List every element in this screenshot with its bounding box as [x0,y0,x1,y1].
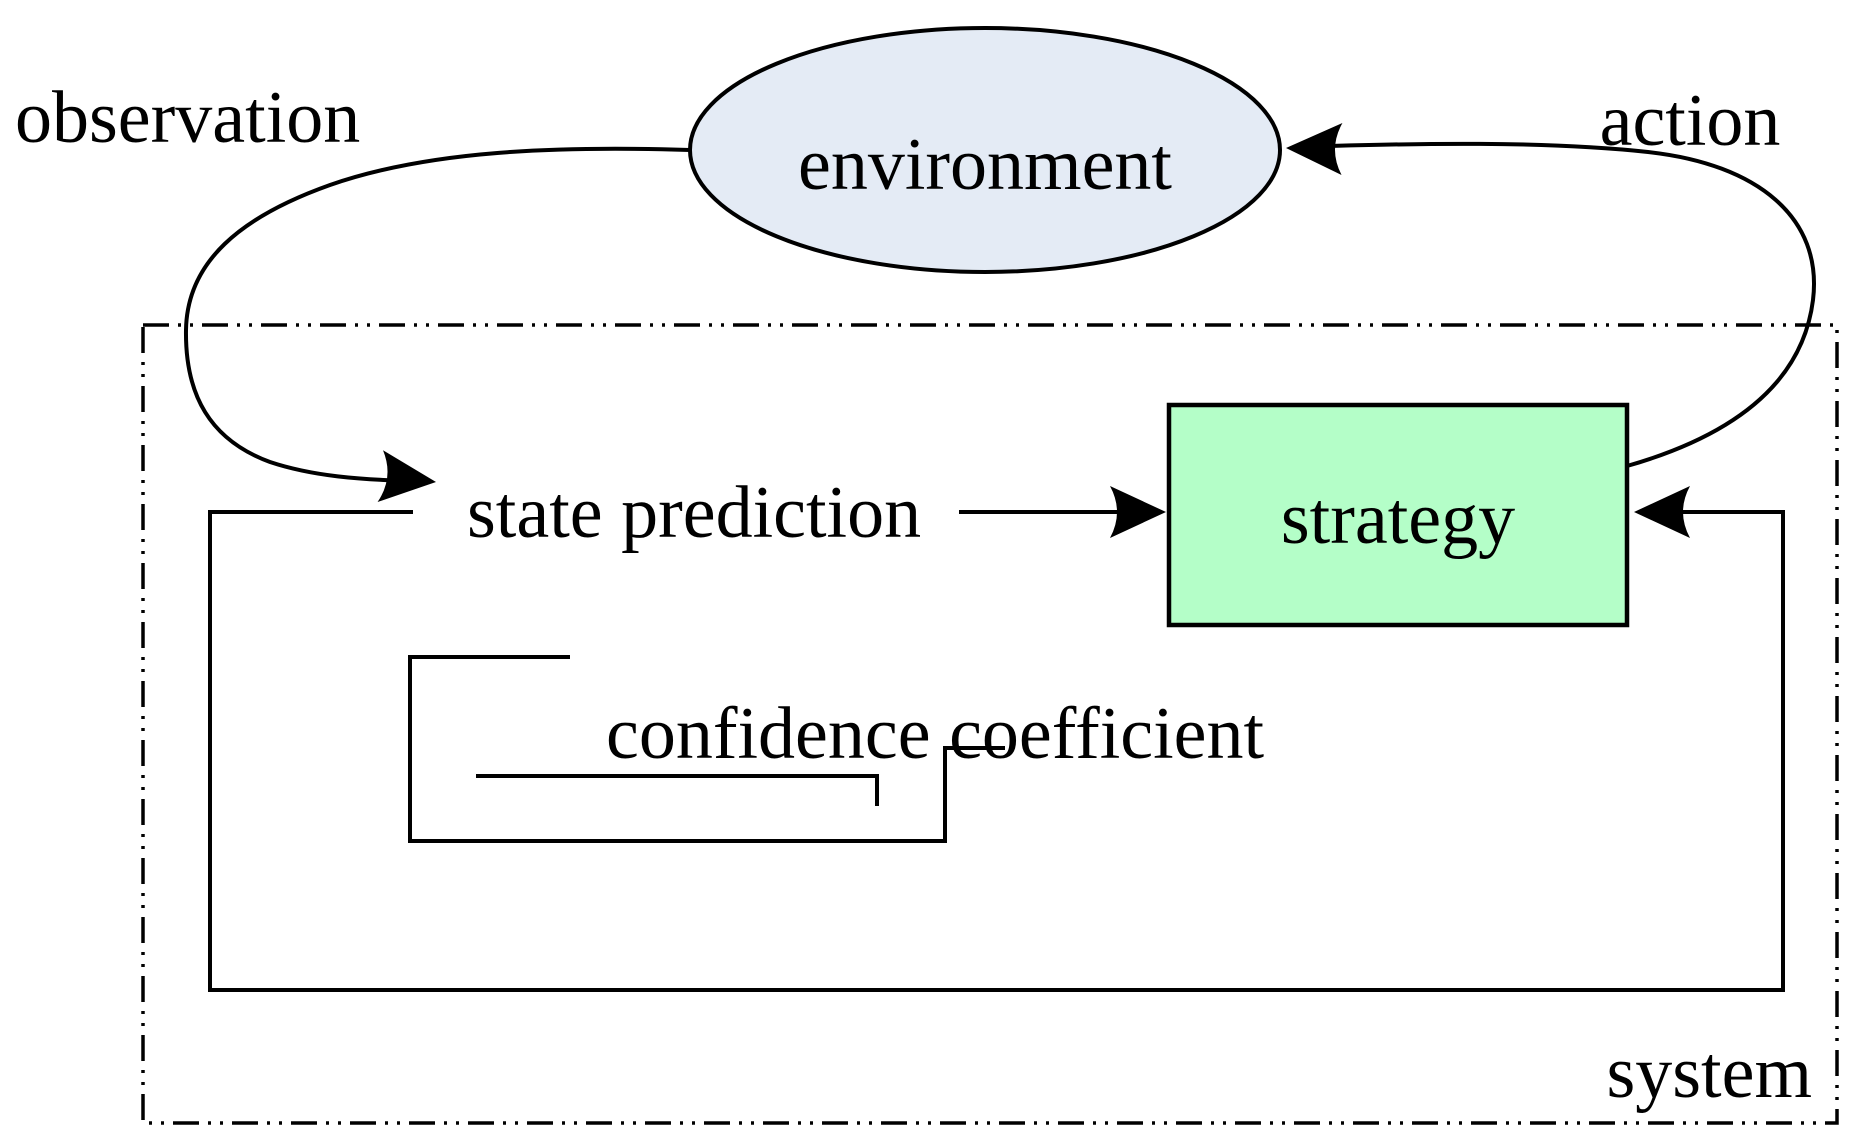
action-curve [1297,141,1816,468]
environment-label: environment [798,124,1172,206]
state-prediction-label: state prediction [467,472,921,554]
observation-label: observation [15,77,360,159]
system-boundary [141,323,1839,1125]
confidence-coefficient-label: confidence coefficient [606,693,1265,775]
confidence-tap-line [476,774,879,806]
feedback-arrowhead [1634,486,1690,538]
state-prediction-arrowhead [1110,486,1166,538]
action-arrowhead [1285,122,1343,175]
environment-node [688,26,1282,274]
system-label: system [1606,1032,1812,1114]
feedback-loop-line [208,510,1785,992]
observation-curve [183,146,691,483]
strategy-label: strategy [1281,478,1515,560]
strategy-node [1166,402,1630,628]
confidence-loop-line [408,655,1005,843]
action-label: action [1600,80,1781,162]
